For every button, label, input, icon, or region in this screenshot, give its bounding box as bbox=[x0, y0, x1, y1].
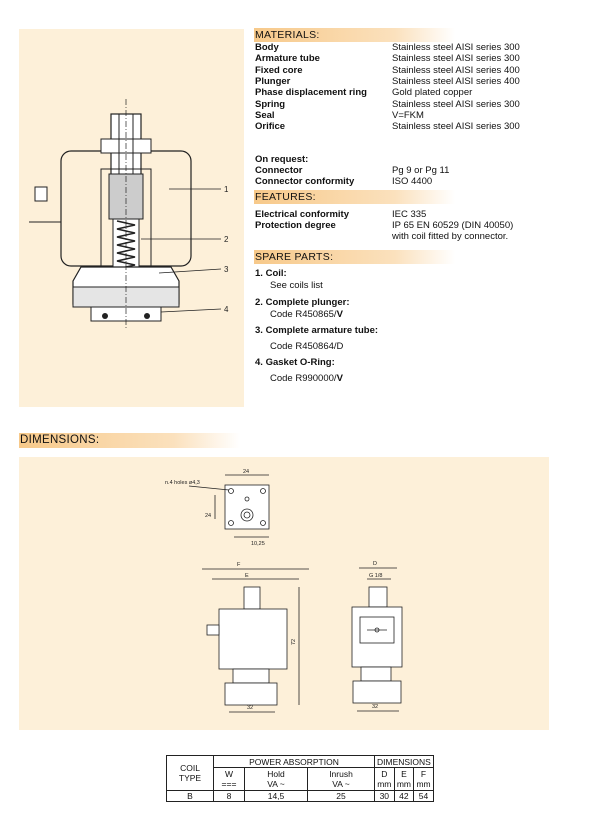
spare-part-title: 2. Complete plunger: bbox=[255, 297, 350, 308]
side-thread-label: G 1/8 bbox=[369, 573, 382, 579]
side-d-label: D bbox=[373, 561, 377, 567]
spare-part-code: Code R450865/V bbox=[270, 309, 343, 320]
side-base-label: 32 bbox=[372, 704, 378, 710]
front-base-label: 32 bbox=[247, 705, 253, 711]
holes-note: n.4 holes ø4,3 bbox=[165, 480, 200, 486]
material-value: Stainless steel AISI series 300 bbox=[392, 42, 520, 53]
cell-w: 8 bbox=[213, 790, 245, 802]
material-label: Body bbox=[255, 42, 279, 53]
features-header: FEATURES: bbox=[254, 190, 455, 204]
material-label: Armature tube bbox=[255, 53, 320, 65]
cell-type: B bbox=[166, 790, 214, 802]
material-value: Stainless steel AISI series 300 bbox=[392, 98, 520, 110]
dimensions-panel: n.4 holes ø4,3 24 24 10,25 F E 72 32 bbox=[19, 457, 549, 730]
on-request-value: Pg 9 or Pg 11 bbox=[392, 165, 450, 176]
w-header: W=== bbox=[213, 767, 245, 791]
material-value: Stainless steel AISI series 300 bbox=[392, 121, 520, 133]
callout-4: 4 bbox=[224, 305, 229, 314]
spare-part-code: Code R990000/V bbox=[270, 373, 343, 384]
dimensions-header: DIMENSIONS: bbox=[19, 433, 240, 448]
material-label: Plunger bbox=[255, 75, 291, 87]
front-f-label: F bbox=[237, 562, 241, 568]
spare-part-code: Code R450864/D bbox=[270, 341, 344, 352]
material-label: Orifice bbox=[255, 121, 286, 133]
spare-part-title: 3. Complete armature tube: bbox=[255, 325, 379, 336]
material-label: Fixed core bbox=[255, 64, 303, 76]
callout-1: 1 bbox=[224, 185, 229, 194]
feature-label: Protection degree bbox=[255, 220, 336, 231]
spare-part-title: 1. Coil: bbox=[255, 268, 287, 279]
front-e-label: E bbox=[245, 573, 249, 579]
feature-value: IEC 335 bbox=[392, 209, 427, 220]
spare-part-title: 4. Gasket O-Ring: bbox=[255, 357, 335, 368]
material-value: Stainless steel AISI series 400 bbox=[392, 64, 520, 76]
cell-f: 54 bbox=[413, 790, 434, 802]
cell-d: 30 bbox=[374, 790, 395, 802]
on-request-label: Connector bbox=[255, 165, 303, 176]
on-request-title: On request: bbox=[255, 154, 309, 165]
dimensions-col-header: DIMENSIONS bbox=[374, 755, 434, 768]
valve-section-drawing: 1 2 3 4 bbox=[29, 99, 229, 329]
cell-e: 42 bbox=[393, 790, 415, 802]
on-request-label: Connector conformity bbox=[255, 176, 355, 188]
material-label: Phase displacement ring bbox=[255, 87, 367, 99]
spare-parts-header: SPARE PARTS: bbox=[254, 250, 455, 264]
on-request-value: ISO 4400 bbox=[392, 176, 433, 188]
spare-part-detail: See coils list bbox=[270, 280, 323, 291]
dimensions-drawing: n.4 holes ø4,3 24 24 10,25 F E 72 32 bbox=[165, 469, 403, 713]
power-absorption-header: POWER ABSORPTION bbox=[213, 755, 375, 768]
material-value: V=FKM bbox=[392, 109, 424, 121]
top-height-label: 24 bbox=[205, 513, 211, 519]
top-offset-label: 10,25 bbox=[251, 541, 265, 547]
callout-2: 2 bbox=[224, 235, 229, 244]
cell-inrush: 25 bbox=[307, 790, 375, 802]
feature-value: IP 65 EN 60529 (DIN 40050) bbox=[392, 220, 514, 231]
front-height-label: 72 bbox=[291, 639, 297, 645]
cell-hold: 14,5 bbox=[244, 790, 308, 802]
table-row: B 8 14,5 25 30 42 54 bbox=[166, 790, 434, 802]
feature-label: Electrical conformity bbox=[255, 209, 349, 220]
materials-header: MATERIALS: bbox=[254, 28, 455, 42]
material-label: Seal bbox=[255, 109, 275, 121]
feature-value-continued: with coil fitted by connector. bbox=[392, 231, 509, 242]
material-value: Stainless steel AISI series 400 bbox=[392, 75, 520, 87]
material-value: Gold plated copper bbox=[392, 87, 473, 99]
callout-3: 3 bbox=[224, 265, 229, 274]
material-value: Stainless steel AISI series 300 bbox=[392, 53, 520, 65]
section-drawing-panel: 1 2 3 4 bbox=[19, 29, 244, 407]
material-label: Spring bbox=[255, 98, 286, 110]
top-width-label: 24 bbox=[243, 469, 249, 475]
